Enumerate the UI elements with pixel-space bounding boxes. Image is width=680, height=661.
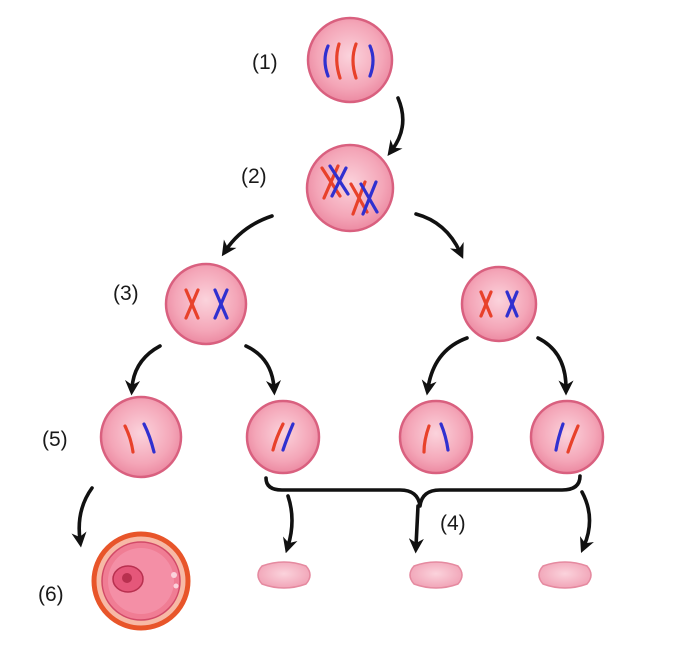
- chromosomes-cell-4b: [422, 422, 450, 454]
- chromosomes-cell-3-left: [184, 288, 229, 320]
- arrow-3right-to-4c: [536, 336, 574, 396]
- arrow-4b-to-body: [408, 504, 424, 554]
- chromosomes-cell-5: [123, 422, 156, 454]
- polar-body-3: [538, 561, 592, 589]
- cell-3-left: [164, 262, 248, 346]
- chromosomes-cell-3-right: [479, 290, 519, 318]
- label-2: (2): [241, 165, 267, 188]
- cell-4b: [398, 399, 474, 475]
- cell-4c: [529, 399, 605, 475]
- arrow-5-to-6: [71, 486, 94, 548]
- arrow-4c-to-body: [580, 490, 594, 553]
- cell-5: [99, 395, 183, 479]
- arrow-2-to-3-left: [221, 214, 274, 257]
- label-6: (6): [38, 583, 64, 606]
- cell-2: [305, 143, 395, 233]
- chromosomes-cell-4a: [271, 422, 295, 452]
- brace-4: [264, 474, 582, 508]
- nucleus: [112, 565, 144, 593]
- polar-body-small: [171, 572, 177, 578]
- arrow-2-to-3-right: [414, 212, 464, 259]
- label-3: (3): [113, 282, 139, 305]
- chromosomes-cell-4c: [554, 422, 580, 454]
- arrow-3left-to-4a: [244, 344, 282, 396]
- polar-body-small-2: [173, 583, 179, 589]
- polar-body-1: [257, 561, 311, 589]
- egg-cell: [91, 531, 191, 631]
- chromosomes-cell-1: [323, 42, 375, 80]
- cell-3-right: [460, 265, 538, 343]
- cell-4a: [245, 399, 321, 475]
- arrow-3left-to-5: [125, 344, 162, 396]
- label-1: (1): [252, 51, 278, 74]
- label-5: (5): [42, 428, 68, 451]
- arrow-1-to-2: [387, 96, 405, 157]
- label-4: (4): [440, 512, 466, 535]
- cell-1: [306, 16, 394, 104]
- polar-body-2: [409, 561, 463, 589]
- arrow-3right-to-4b: [421, 336, 469, 396]
- arrow-4a-to-body: [282, 494, 298, 554]
- chromosomes-cell-2: [320, 164, 379, 216]
